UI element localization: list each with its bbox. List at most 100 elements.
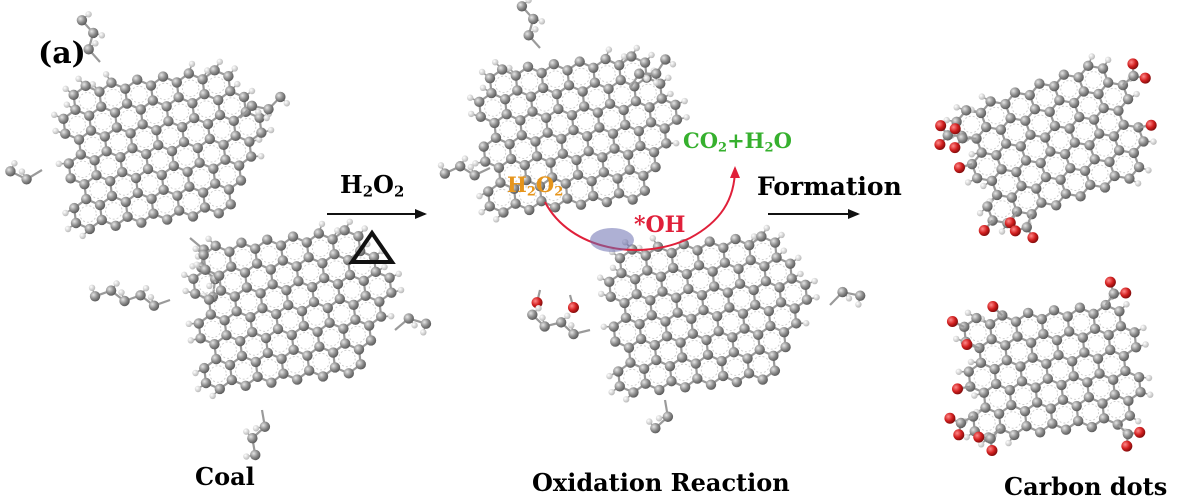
aromatic-ring	[1043, 183, 1060, 200]
carbon-atom	[1001, 139, 1011, 149]
carbon-atom	[603, 84, 613, 94]
aromatic-ring	[239, 119, 256, 136]
carbon-atom	[1123, 429, 1133, 439]
aromatic-ring	[1093, 380, 1110, 397]
hydrogen-atom	[103, 71, 109, 77]
carbon-atom	[635, 141, 645, 151]
aromatic-ring	[193, 169, 210, 186]
hydrogen-atom	[1105, 57, 1111, 63]
hydrogen-atom	[92, 40, 98, 46]
carbon-atom	[374, 296, 384, 306]
aromatic-ring	[240, 294, 257, 311]
carbon-atom	[757, 374, 767, 384]
aromatic-ring	[146, 107, 163, 124]
carbon-atom	[195, 333, 205, 343]
carbon-atom	[981, 122, 991, 132]
carbon-atom	[1082, 377, 1092, 387]
carbon-atom	[1036, 158, 1046, 168]
carbon-atom	[785, 258, 795, 268]
carbon-atom	[1043, 374, 1053, 384]
carbon-atom	[666, 376, 676, 386]
carbon-atom	[69, 203, 79, 213]
carbon-atom	[291, 261, 301, 271]
carbon-atom	[68, 90, 78, 100]
aromatic-ring	[677, 251, 694, 268]
carbon-atom	[556, 134, 566, 144]
carbon-atom	[985, 319, 995, 329]
aromatic-ring	[723, 314, 740, 331]
aromatic-ring	[292, 288, 309, 305]
aromatic-ring	[287, 356, 304, 373]
aromatic-ring	[979, 414, 996, 431]
carbon-atom	[582, 131, 592, 141]
carbon-atom	[1010, 87, 1020, 97]
carbon-atom	[613, 366, 623, 376]
carbon-atom	[991, 150, 1001, 160]
stage-label-carbon-dots: Carbon dots	[1004, 472, 1167, 501]
carbon-atom	[634, 68, 644, 78]
aromatic-ring	[998, 175, 1015, 192]
aromatic-ring	[236, 363, 253, 380]
aromatic-ring	[974, 370, 991, 387]
aromatic-ring	[1081, 97, 1098, 114]
hydrogen-atom	[243, 453, 249, 459]
carbon-atom	[1056, 380, 1066, 390]
aromatic-ring	[312, 240, 329, 257]
aromatic-ring	[718, 269, 735, 286]
carbon-atom	[1027, 352, 1037, 362]
oxygen-atom	[987, 301, 998, 312]
carbon-atom	[261, 333, 271, 343]
aromatic-ring	[666, 275, 683, 292]
carbon-atom	[125, 128, 135, 138]
hydrogen-atom	[11, 160, 17, 166]
carbon-atom	[299, 321, 309, 331]
carbon-atom	[273, 324, 283, 334]
carbon-atom	[149, 300, 159, 310]
carbon-atom	[1071, 401, 1081, 411]
carbon-atom	[252, 372, 262, 382]
aromatic-ring	[1078, 359, 1095, 376]
carbon-atom	[625, 357, 635, 367]
carbon-atom	[106, 78, 116, 88]
carbon-atom	[562, 193, 572, 203]
carbon-atom	[319, 273, 329, 283]
aromatic-ring	[629, 108, 646, 125]
aromatic-ring	[1114, 333, 1131, 350]
oxygen-atom	[952, 383, 963, 394]
oxygen-atom	[1027, 232, 1038, 243]
carbon-atom	[677, 352, 687, 362]
carbon-atom	[257, 303, 267, 313]
reactive-site-blur	[590, 228, 634, 252]
carbon-dot-top	[934, 53, 1156, 243]
carbon-atom	[90, 291, 100, 301]
carbon-atom	[146, 194, 156, 204]
carbon-atom	[214, 208, 224, 218]
carbon-atom	[530, 136, 540, 146]
carbon-atom	[122, 98, 132, 108]
carbon-atom	[302, 350, 312, 360]
aromatic-ring	[634, 153, 651, 170]
carbon-atom	[1114, 145, 1124, 155]
aromatic-ring	[686, 340, 703, 357]
aromatic-ring	[1047, 317, 1064, 334]
carbon-atom	[1094, 368, 1104, 378]
hydrogen-atom	[665, 75, 671, 81]
carbon-atom	[640, 379, 650, 389]
carbon-atom	[198, 187, 208, 197]
carbon-atom	[239, 92, 249, 102]
carbon-atom	[226, 261, 236, 271]
carbon-atom	[1016, 141, 1026, 151]
oxygen-atom	[1134, 427, 1145, 438]
carbon-atom	[671, 293, 681, 303]
aromatic-ring	[623, 176, 640, 193]
carbon-atom	[1062, 311, 1072, 321]
aromatic-ring	[85, 137, 102, 154]
aromatic-ring	[634, 346, 651, 363]
hydrogen-atom	[623, 396, 629, 402]
carbon-atom	[972, 173, 982, 183]
hydrogen-atom	[51, 112, 57, 118]
carbon-atom	[495, 177, 505, 187]
carbon-atom	[802, 294, 812, 304]
carbon-atom	[146, 80, 156, 90]
carbon-atom	[1104, 330, 1114, 340]
